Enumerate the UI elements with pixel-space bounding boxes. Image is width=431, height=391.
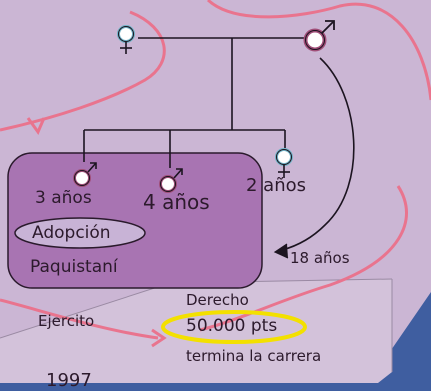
child2-age-label: 4 años	[143, 190, 210, 214]
pink-arc-top	[206, 0, 431, 101]
arrow-age-label: 18 años	[290, 249, 350, 267]
points-label: 50.000 pts	[186, 316, 278, 336]
child3-age-label: 2 años	[246, 175, 307, 196]
adoption-label: Adopción	[32, 223, 111, 243]
adoption-ellipse	[14, 217, 146, 249]
army-label: Ejercito	[38, 312, 95, 330]
diagram-canvas	[0, 0, 431, 383]
female-symbol-icon	[117, 25, 135, 54]
paper-sheet-lower	[0, 279, 392, 383]
tree-lines	[83, 37, 308, 168]
female-symbol-icon	[275, 148, 293, 178]
degree-label: termina la carrera	[186, 347, 322, 365]
age-arrow	[281, 57, 355, 251]
year-label: 1997	[46, 370, 92, 391]
adoption-box	[7, 152, 263, 289]
points-highlight	[161, 310, 307, 344]
pink-arc	[0, 10, 166, 132]
pink-arrowhead	[151, 328, 167, 348]
male-symbol-icon	[73, 162, 97, 187]
male-symbol-icon	[303, 20, 335, 52]
pink-tick	[26, 117, 46, 136]
law-label: Derecho	[186, 291, 249, 309]
male-symbol-icon	[159, 168, 183, 193]
age-arrowhead	[273, 243, 289, 259]
pink-arc-bottom	[0, 185, 408, 340]
origin-label: Paquistaní	[30, 257, 118, 277]
child1-age-label: 3 años	[35, 188, 92, 208]
